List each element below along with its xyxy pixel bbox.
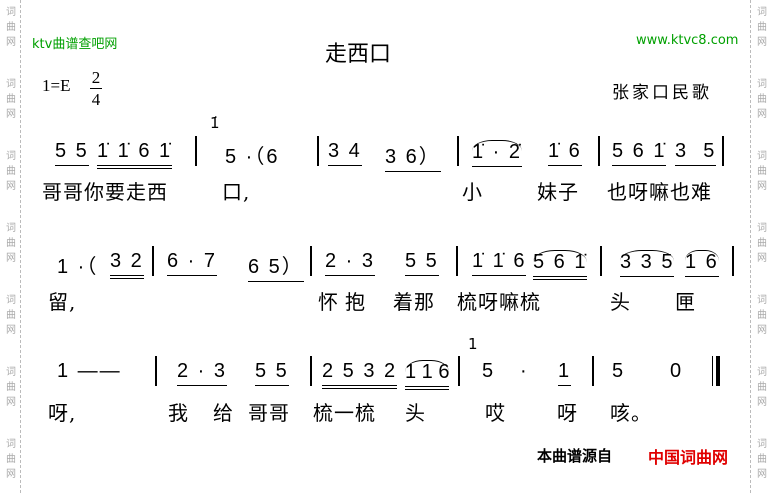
bar-line: [155, 356, 157, 386]
note: 1: [558, 360, 572, 386]
note-group: 5 5: [55, 140, 89, 166]
watermark-text: 词曲网: [6, 367, 16, 408]
bar-line: [598, 136, 600, 166]
lyric: 妹子: [537, 180, 579, 204]
final-bar-thick: [716, 356, 720, 386]
grace-note: 1: [468, 335, 478, 353]
composer: 张家口民歌: [612, 83, 712, 103]
lyric: 我: [168, 401, 189, 425]
note-group: 1 ——: [57, 360, 122, 382]
lyric: 小: [462, 180, 483, 204]
note-group: 5 ·（6: [225, 146, 280, 168]
lyric: 匣: [675, 290, 696, 314]
watermark-text: 词曲网: [757, 223, 767, 264]
source-site[interactable]: 中国词曲网: [648, 448, 729, 467]
time-signature-top: 2: [90, 68, 102, 89]
lyric: 哎: [485, 401, 506, 425]
lyric: 抱: [345, 290, 366, 314]
watermark-text: 词曲网: [757, 367, 767, 408]
note: 5: [482, 360, 496, 382]
lyric: 梳呀嘛梳: [457, 290, 541, 314]
note-group-slurred: 1 1 6: [405, 360, 450, 390]
watermark-text: 词曲网: [757, 7, 767, 48]
note-group-slurred: 1̇ · 2̇: [472, 140, 523, 167]
note-group: 2 5 3 2: [322, 360, 398, 389]
bar-line: [722, 136, 724, 166]
site-url-right[interactable]: www.ktvc8.com: [636, 33, 739, 48]
lyric: 留,: [48, 290, 77, 314]
site-name-left[interactable]: ktv曲谱查吧网: [32, 37, 118, 52]
note-group: 1 ·（: [57, 256, 99, 278]
note-group: 1̇ 1̇ 6: [472, 250, 527, 276]
time-signature-bottom: 4: [91, 90, 101, 109]
bar-line: [600, 246, 602, 276]
dot: ·: [520, 360, 529, 382]
watermark-text: 词曲网: [757, 295, 767, 336]
note-group-slurred: 3 3 5: [620, 250, 675, 277]
bar-line: [592, 356, 594, 386]
note-group: 1̇ 6: [548, 140, 582, 166]
grace-note: 1̇: [210, 114, 220, 132]
bar-line: [317, 136, 319, 166]
lyric: 头: [405, 401, 426, 425]
note-group: 6 · 7: [167, 250, 218, 276]
note-group: 3 2: [110, 250, 144, 279]
bar-line: [732, 246, 734, 276]
rest: 0: [670, 360, 684, 382]
lyric: 哥哥你要走西: [42, 180, 168, 204]
watermark-text: 词曲网: [6, 151, 16, 192]
watermark-text: 词曲网: [6, 79, 16, 120]
note: 5: [612, 360, 626, 382]
note-group: 6 5）: [248, 250, 304, 282]
watermark-text: 词曲网: [757, 151, 767, 192]
key-signature: 1=E: [42, 76, 71, 95]
note-group: 5 5: [405, 250, 439, 276]
lyric: 着那: [393, 290, 435, 314]
lyric: 头: [610, 290, 631, 314]
note-group: 5 5: [255, 360, 289, 386]
note-group: 3 6）: [385, 140, 441, 172]
watermark-text: 词曲网: [6, 439, 16, 480]
note-group: 1̇ 1̇ 6 1̇: [97, 140, 173, 169]
lyric: 哥哥: [248, 401, 290, 425]
margin-line-left: [20, 0, 21, 493]
bar-line: [195, 136, 197, 166]
lyric: 呀: [557, 401, 578, 425]
watermark-text: 词曲网: [6, 295, 16, 336]
note-group-slurred: 1 6: [685, 250, 719, 277]
note-group: 2 · 3: [177, 360, 228, 386]
source-label: 本曲谱源自: [537, 447, 613, 465]
lyric: 口,: [222, 180, 251, 204]
bar-line: [457, 136, 459, 166]
lyric: 怀: [318, 290, 339, 314]
song-title: 走西口: [325, 42, 392, 67]
note-group-slurred: 5 6 1̇: [533, 250, 588, 280]
note-group: 5 6 1̇: [612, 140, 667, 166]
bar-line: [310, 356, 312, 386]
note-group: 3 5: [675, 140, 717, 166]
watermark-text: 词曲网: [6, 7, 16, 48]
bar-line: [456, 246, 458, 276]
lyric: 梳一梳: [313, 401, 376, 425]
note-group: 3 4: [328, 140, 362, 166]
bar-line: [458, 356, 460, 386]
watermark-text: 词曲网: [6, 223, 16, 264]
bar-line: [310, 246, 312, 276]
note-group: 2 · 3: [325, 250, 376, 276]
final-bar-thin: [712, 356, 713, 386]
lyric: 也呀嘛也难: [607, 180, 712, 204]
watermark-text: 词曲网: [757, 439, 767, 480]
lyric: 咳。: [610, 401, 652, 425]
lyric: 呀,: [48, 401, 77, 425]
lyric: 给: [213, 401, 234, 425]
bar-line: [152, 246, 154, 276]
margin-line-right: [750, 0, 751, 493]
watermark-text: 词曲网: [757, 79, 767, 120]
